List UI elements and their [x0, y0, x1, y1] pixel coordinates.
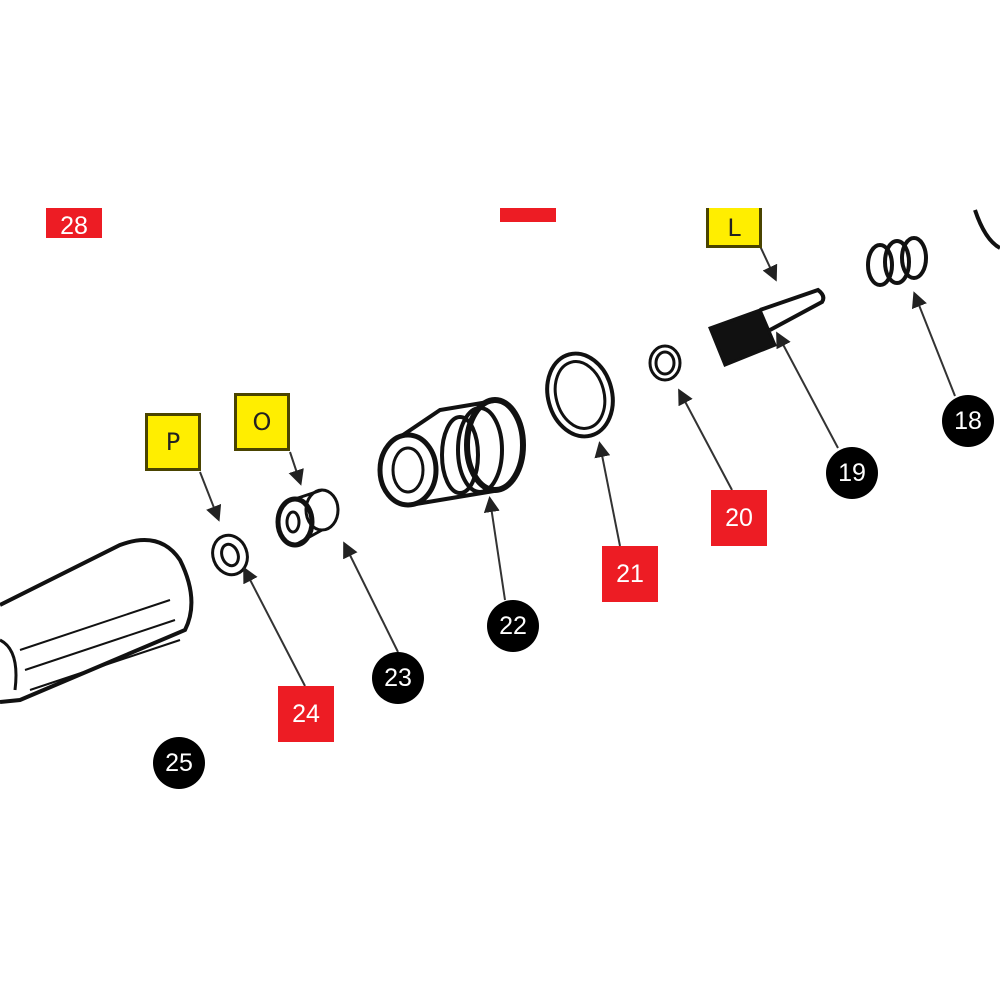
callout-text: 18 — [954, 406, 982, 435]
part-23-fitting — [275, 488, 340, 548]
callout-O: O — [234, 393, 290, 451]
callout-text: 22 — [499, 611, 527, 640]
callout-22: 22 — [487, 600, 539, 652]
leader-arrows — [199, 245, 956, 687]
callout-18: 18 — [942, 395, 994, 447]
callout-21: 21 — [602, 546, 658, 602]
callout-text: O — [252, 408, 272, 436]
callout-text: 20 — [725, 503, 753, 532]
part-20-ring — [648, 344, 682, 382]
callout-25: 25 — [153, 737, 205, 789]
callout-text: P — [165, 428, 181, 456]
callout-text: 21 — [616, 559, 644, 588]
part-18-spring — [866, 236, 928, 287]
part-25-handle — [0, 538, 194, 704]
part-21-oring — [545, 351, 615, 439]
top-crop-area — [0, 0, 1000, 208]
callout-P: P — [145, 413, 201, 471]
part-24-washer — [211, 533, 249, 577]
callout-text: 25 — [165, 748, 193, 777]
callout-text: 28 — [60, 211, 88, 240]
callout-text: 23 — [384, 663, 412, 692]
callout-text: 24 — [292, 699, 320, 728]
callout-24: 24 — [278, 686, 334, 742]
callout-text: L — [727, 214, 741, 242]
callout-19: 19 — [826, 447, 878, 499]
part-19-valve-stem — [708, 287, 826, 367]
part-22-body — [377, 397, 526, 508]
callout-20: 20 — [711, 490, 767, 546]
callout-text: 19 — [838, 458, 866, 487]
callout-23: 23 — [372, 652, 424, 704]
